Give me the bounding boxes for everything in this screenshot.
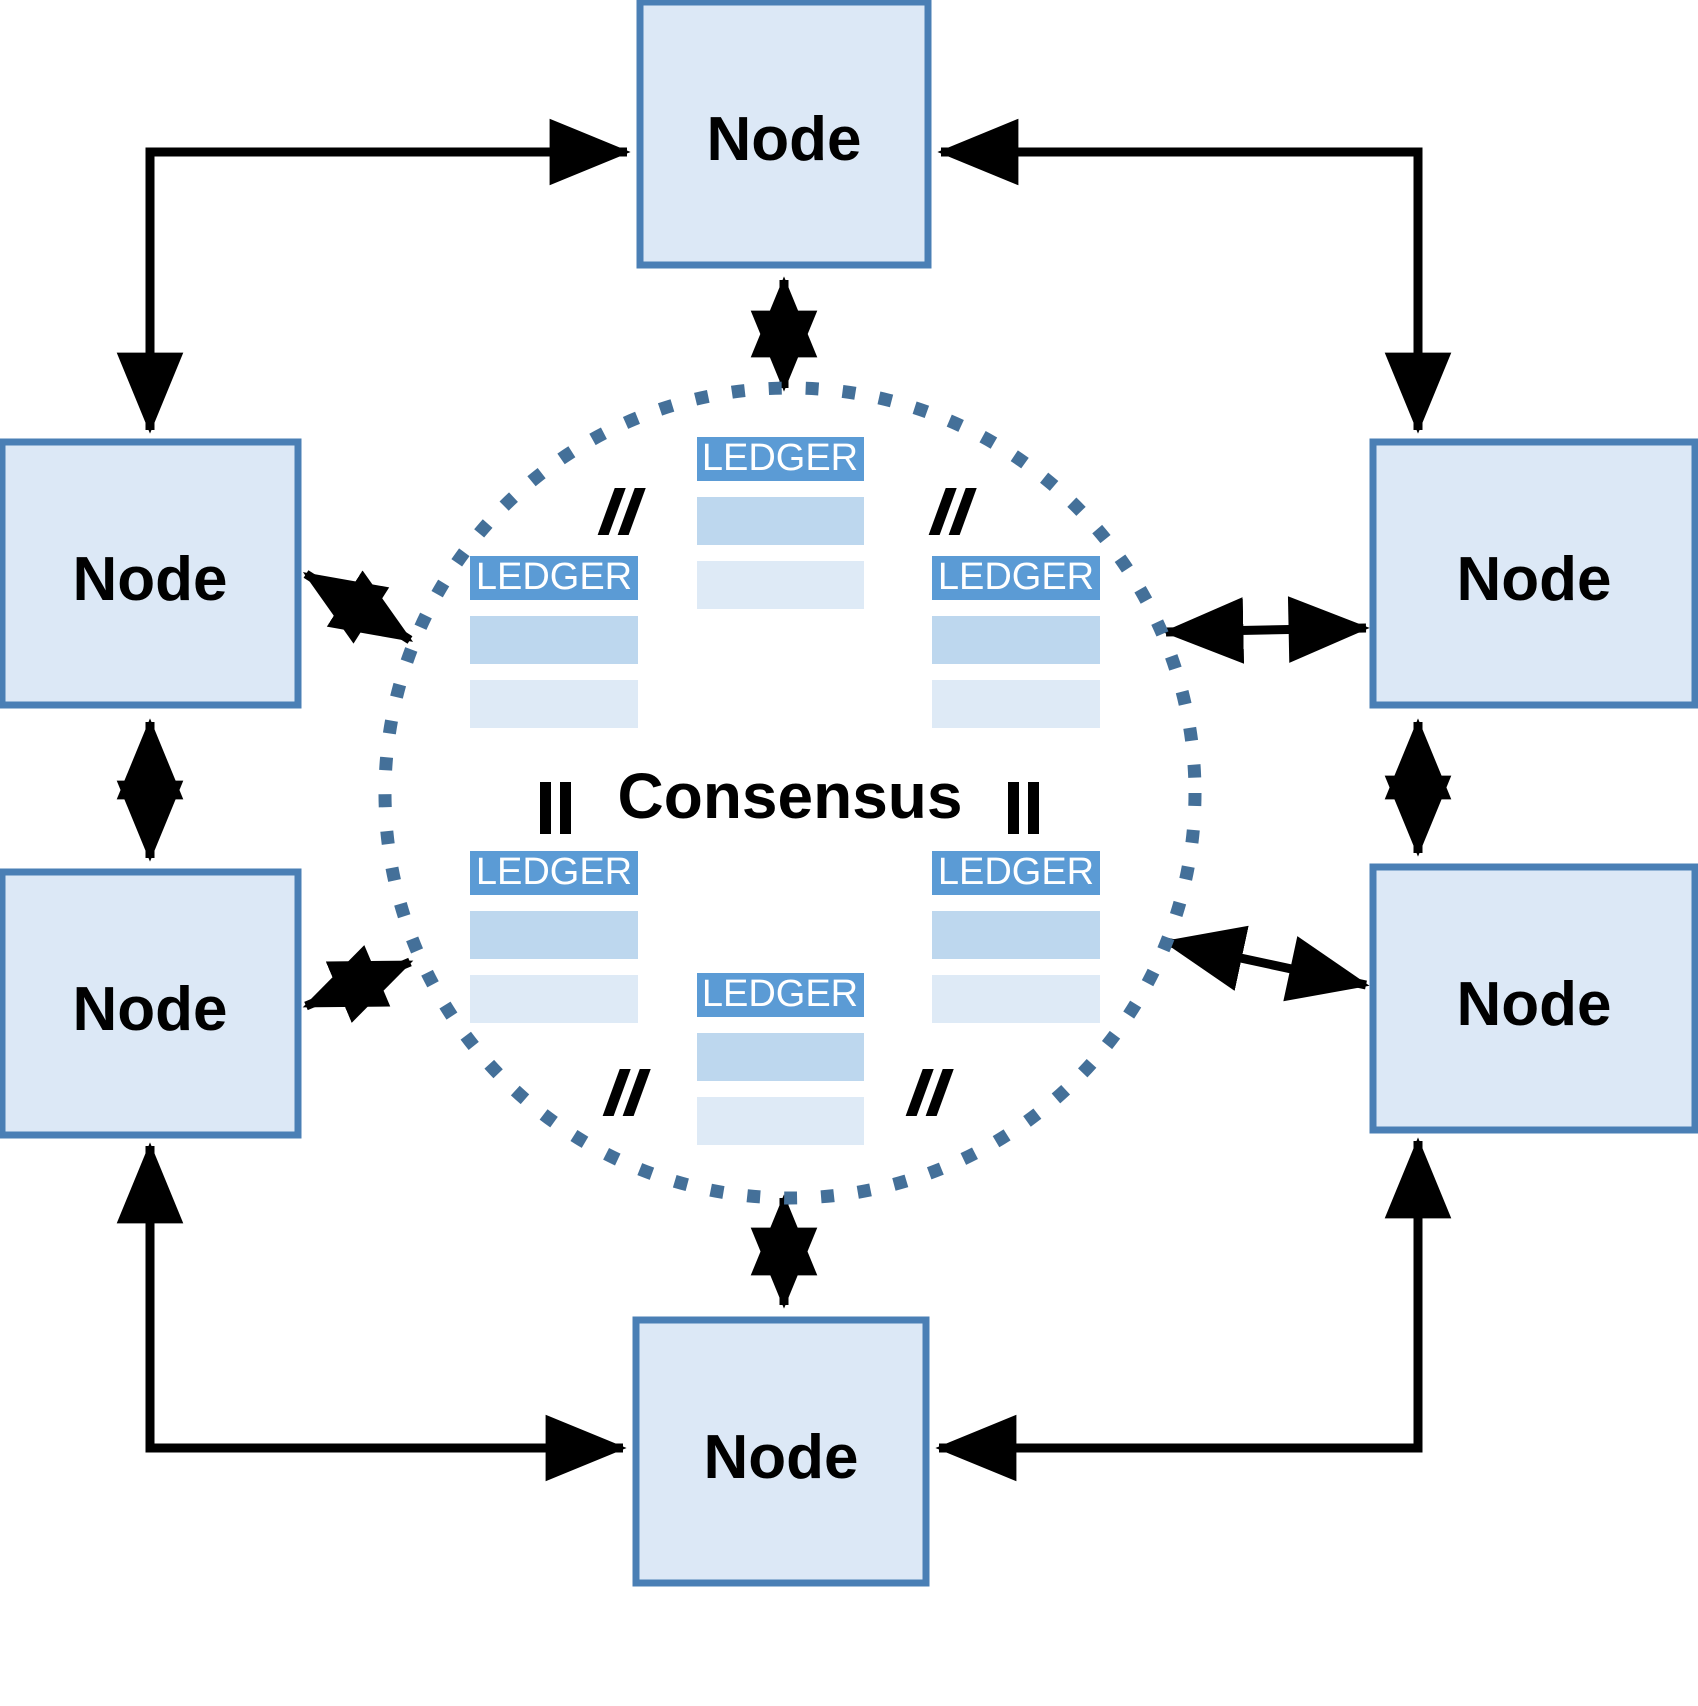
eq-lower-left-icon bbox=[602, 1069, 651, 1116]
ledger-upper-left-label: LEDGER bbox=[476, 556, 632, 598]
ledger-lower-right-row-1 bbox=[932, 911, 1100, 959]
conn-rightupper-circle bbox=[1162, 596, 1370, 664]
ledger-upper-right[interactable]: LEDGER bbox=[932, 556, 1100, 728]
node-top-label: Node bbox=[707, 105, 862, 174]
node-right-lower[interactable]: Node bbox=[1369, 863, 1698, 1134]
ledger-lower-right-row-2 bbox=[932, 975, 1100, 1023]
nodes-layer: Node Node Node Node Node Node bbox=[0, 0, 1698, 1587]
ledger-lower-right-label: LEDGER bbox=[938, 851, 1094, 893]
node-right-upper[interactable]: Node bbox=[1369, 438, 1698, 709]
node-right-upper-box[interactable] bbox=[1369, 438, 1698, 709]
node-left-upper-label: Node bbox=[73, 545, 228, 614]
ledger-lower-left-label: LEDGER bbox=[476, 851, 632, 893]
ledger-bottom-row-2 bbox=[697, 1097, 864, 1145]
conn-leftlower-circle bbox=[302, 945, 414, 1023]
conn-topleft-elbow bbox=[145, 118, 631, 428]
ledger-lower-right[interactable]: LEDGER bbox=[932, 851, 1100, 1023]
node-left-lower[interactable]: Node bbox=[0, 868, 302, 1139]
eq-upper-left-icon bbox=[597, 488, 646, 535]
eq-lower-right-icon bbox=[905, 1069, 954, 1116]
connections-layer bbox=[116, 118, 1452, 1482]
equals-marks-layer bbox=[540, 488, 1039, 1116]
eq-mid-left-icon bbox=[540, 782, 571, 834]
node-right-lower-label: Node bbox=[1457, 970, 1612, 1039]
ledger-top-row-1 bbox=[697, 497, 864, 545]
consensus-label: Consensus bbox=[618, 760, 963, 832]
ledger-upper-left-row-2 bbox=[470, 680, 638, 728]
node-top-box[interactable] bbox=[636, 0, 932, 269]
node-left-lower-box[interactable] bbox=[0, 868, 302, 1139]
ledger-lower-left-row-1 bbox=[470, 911, 638, 959]
ledger-bottom[interactable]: LEDGER bbox=[697, 973, 864, 1145]
conn-bottomleft-elbow bbox=[145, 1148, 627, 1482]
node-bottom-box[interactable] bbox=[632, 1316, 930, 1587]
ledger-top-row-2 bbox=[697, 561, 864, 609]
ledger-bottom-row-1 bbox=[697, 1033, 864, 1081]
ledger-lower-left[interactable]: LEDGER bbox=[470, 851, 638, 1023]
ledger-upper-left-row-1 bbox=[470, 616, 638, 664]
node-right-lower-box[interactable] bbox=[1369, 863, 1698, 1134]
ledger-top-label: LEDGER bbox=[702, 437, 858, 479]
ledger-bottom-header bbox=[697, 973, 864, 1017]
conn-rightlower-circle bbox=[1162, 925, 1370, 1002]
conn-bottomright-elbow bbox=[935, 1143, 1423, 1482]
node-right-upper-label: Node bbox=[1457, 545, 1612, 614]
node-left-upper[interactable]: Node bbox=[0, 438, 302, 709]
consensus-circle bbox=[378, 381, 1202, 1205]
node-bottom-label: Node bbox=[704, 1423, 859, 1492]
ledger-upper-right-label: LEDGER bbox=[938, 556, 1094, 598]
eq-upper-right-icon bbox=[928, 488, 977, 535]
node-bottom[interactable]: Node bbox=[632, 1316, 930, 1587]
ledger-bottom-label: LEDGER bbox=[702, 973, 858, 1015]
conn-topright-elbow bbox=[937, 118, 1423, 428]
conn-leftupper-circle bbox=[302, 570, 414, 644]
ledgers-layer: LEDGER LEDGER LEDGER LEDGER bbox=[470, 437, 1100, 1145]
ledger-lower-right-header bbox=[932, 851, 1100, 895]
eq-mid-right-icon bbox=[1008, 782, 1039, 834]
ledger-upper-left[interactable]: LEDGER bbox=[470, 556, 638, 728]
node-left-upper-box[interactable] bbox=[0, 438, 302, 709]
ledger-top-header bbox=[697, 437, 864, 481]
ledger-upper-right-row-2 bbox=[932, 680, 1100, 728]
node-left-lower-label: Node bbox=[73, 975, 228, 1044]
ledger-lower-left-row-2 bbox=[470, 975, 638, 1023]
ledger-top[interactable]: LEDGER bbox=[697, 437, 864, 609]
ledger-lower-left-header bbox=[470, 851, 638, 895]
node-top[interactable]: Node bbox=[636, 0, 932, 269]
ledger-upper-right-header bbox=[932, 556, 1100, 600]
ledger-upper-right-row-1 bbox=[932, 616, 1100, 664]
ledger-upper-left-header bbox=[470, 556, 638, 600]
